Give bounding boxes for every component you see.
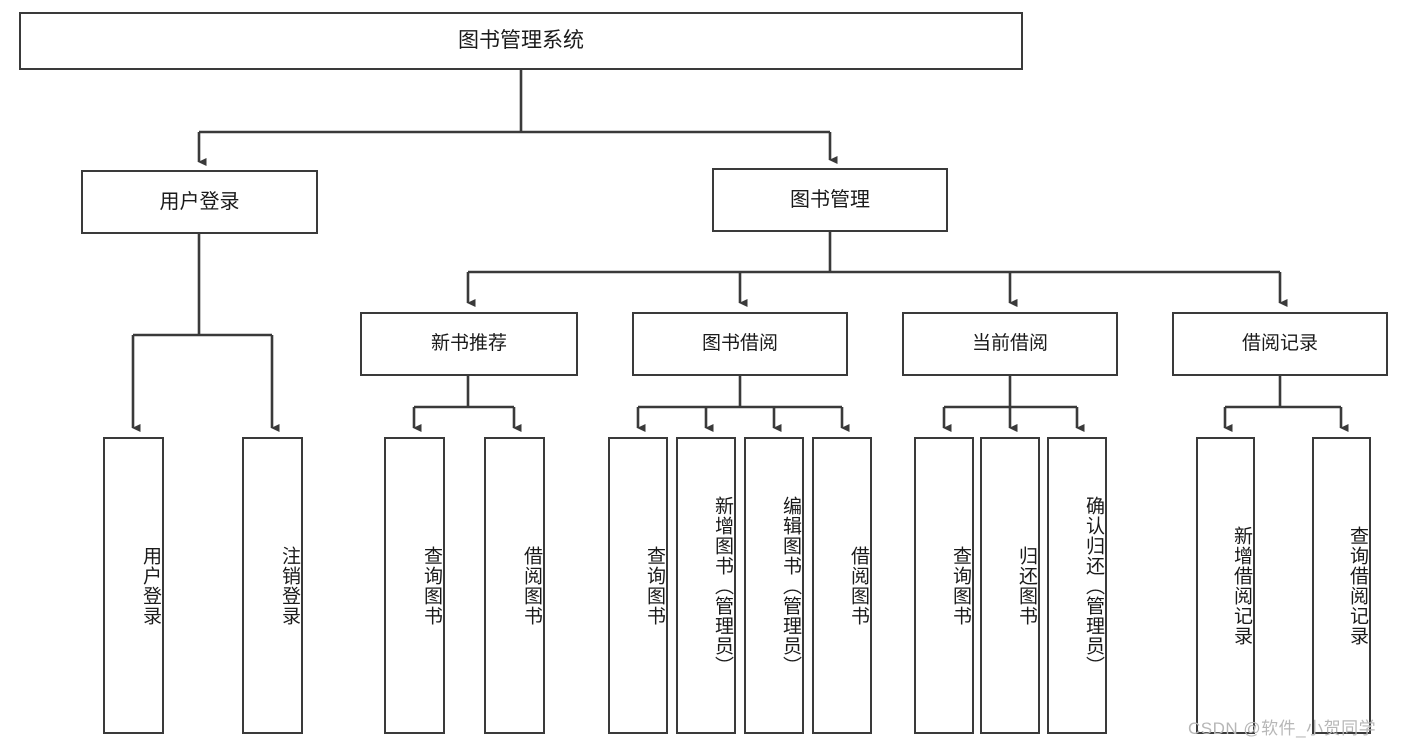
node-leaf-borrow-book-2[interactable]: 借阅图书 bbox=[812, 437, 872, 734]
node-book-manage-label: 图书管理 bbox=[790, 188, 870, 211]
node-leaf-edit-book[interactable]: 编辑图书（管理员） bbox=[744, 437, 804, 734]
node-leaf-logout-login[interactable]: 注销登录 bbox=[242, 437, 303, 734]
node-user-login[interactable]: 用户登录 bbox=[81, 170, 318, 234]
node-leaf-borrow-book-1-label: 借阅图书 bbox=[521, 545, 542, 626]
node-root[interactable]: 图书管理系统 bbox=[19, 12, 1023, 70]
node-current-borrow-label: 当前借阅 bbox=[971, 333, 1048, 355]
node-leaf-add-book[interactable]: 新增图书（管理员） bbox=[676, 437, 736, 734]
node-leaf-user-login[interactable]: 用户登录 bbox=[103, 437, 164, 734]
node-leaf-add-book-label: 新增图书（管理员） bbox=[712, 495, 733, 676]
node-current-borrow[interactable]: 当前借阅 bbox=[902, 312, 1118, 376]
node-leaf-query-book-3-label: 查询图书 bbox=[950, 545, 971, 626]
node-leaf-confirm-return[interactable]: 确认归还（管理员） bbox=[1047, 437, 1107, 734]
node-new-book-recommend[interactable]: 新书推荐 bbox=[360, 312, 578, 376]
node-leaf-query-book-1[interactable]: 查询图书 bbox=[384, 437, 445, 734]
node-leaf-add-record[interactable]: 新增借阅记录 bbox=[1196, 437, 1255, 734]
node-leaf-query-book-3[interactable]: 查询图书 bbox=[914, 437, 974, 734]
node-leaf-add-record-label: 新增借阅记录 bbox=[1231, 525, 1252, 646]
node-leaf-return-book[interactable]: 归还图书 bbox=[980, 437, 1040, 734]
node-leaf-query-book-2-label: 查询图书 bbox=[644, 545, 665, 626]
node-leaf-return-book-label: 归还图书 bbox=[1016, 545, 1037, 626]
node-leaf-confirm-return-label: 确认归还（管理员） bbox=[1083, 495, 1104, 676]
node-leaf-borrow-book-2-label: 借阅图书 bbox=[848, 545, 869, 626]
node-borrow-record-label: 借阅记录 bbox=[1241, 333, 1318, 355]
node-leaf-edit-book-label: 编辑图书（管理员） bbox=[780, 495, 801, 676]
node-leaf-query-record-label: 查询借阅记录 bbox=[1347, 525, 1368, 646]
node-user-login-label: 用户登录 bbox=[159, 190, 240, 213]
node-new-book-recommend-label: 新书推荐 bbox=[430, 333, 507, 355]
node-book-borrow[interactable]: 图书借阅 bbox=[632, 312, 848, 376]
node-leaf-logout-login-label: 注销登录 bbox=[279, 545, 300, 626]
node-borrow-record[interactable]: 借阅记录 bbox=[1172, 312, 1388, 376]
node-leaf-query-book-2[interactable]: 查询图书 bbox=[608, 437, 668, 734]
node-book-borrow-label: 图书借阅 bbox=[701, 333, 778, 355]
node-book-manage[interactable]: 图书管理 bbox=[712, 168, 948, 232]
node-leaf-user-login-label: 用户登录 bbox=[140, 545, 161, 626]
node-leaf-borrow-book-1[interactable]: 借阅图书 bbox=[484, 437, 545, 734]
node-leaf-query-book-1-label: 查询图书 bbox=[421, 545, 442, 626]
node-leaf-query-record[interactable]: 查询借阅记录 bbox=[1312, 437, 1371, 734]
node-root-label: 图书管理系统 bbox=[458, 29, 584, 53]
